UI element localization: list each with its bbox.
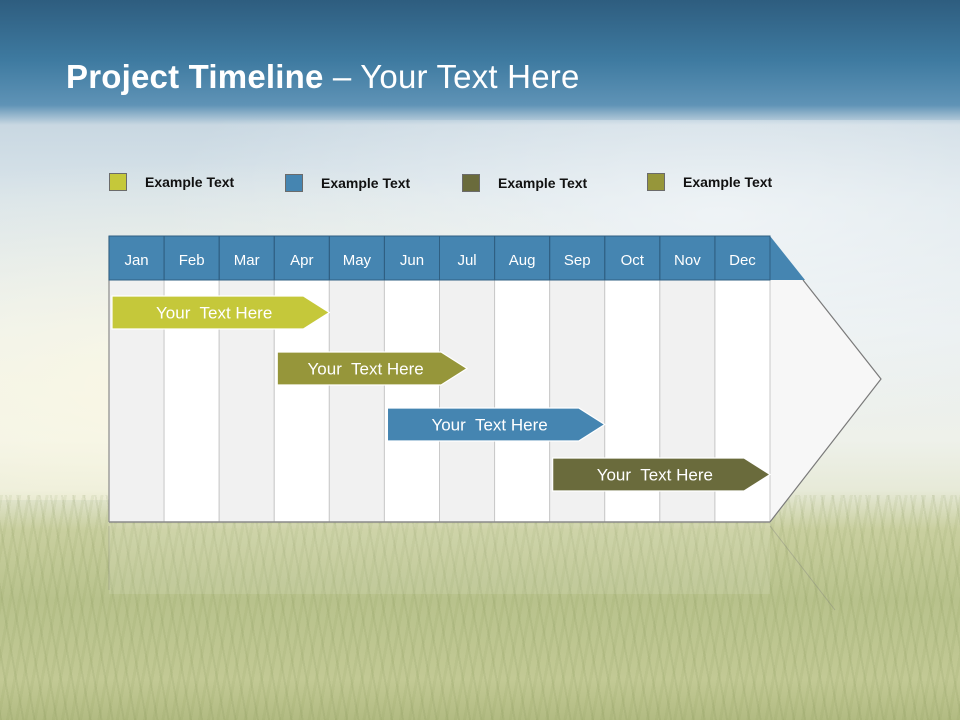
- task-bar: Your Text Here: [111, 295, 331, 330]
- timeline-arrow-head: [769, 279, 882, 523]
- legend-label-4: Example Text: [683, 174, 773, 190]
- month-label: Sep: [564, 252, 591, 269]
- task-arrow: [276, 351, 469, 386]
- month-label: Apr: [290, 252, 313, 269]
- slide-title: Project Timeline – Your Text Here: [66, 58, 580, 96]
- timeline-reflection: [108, 524, 836, 611]
- title-bold: Project Timeline: [66, 58, 324, 95]
- month-column: [439, 279, 496, 523]
- reflection-fill: [109, 524, 770, 594]
- month-header-cell: [714, 235, 771, 281]
- timeline-header: Jan Feb Mar Apr May Jun Jul Aug Sep Oct Nov Dec: [108, 235, 805, 281]
- grass-texture: [0, 495, 960, 720]
- legend-swatch-4: [647, 173, 665, 191]
- month-label: Jul: [457, 252, 476, 269]
- legend-swatch-3: [462, 174, 480, 192]
- task-bar: Your Text Here: [386, 407, 606, 442]
- legend-item-1: Example Text: [109, 170, 234, 194]
- month-column: [328, 279, 385, 523]
- task-label: Your Text Here: [431, 416, 547, 435]
- timeline-header-band: [109, 236, 805, 280]
- task-label: Your Text Here: [597, 466, 713, 485]
- task-arrow: [552, 457, 772, 492]
- task-arrow: [111, 295, 331, 330]
- legend-item-2: Example Text: [285, 171, 410, 195]
- month-label: Jan: [124, 252, 148, 269]
- legend-item-3: Example Text: [462, 171, 587, 195]
- reflection-arrow-edge: [769, 525, 836, 611]
- legend-swatch-2: [285, 174, 303, 192]
- task-bar: Your Text Here: [276, 351, 469, 386]
- task-label: Your Text Here: [308, 360, 424, 379]
- legend-swatch-1: [109, 173, 127, 191]
- month-label: Oct: [621, 252, 645, 269]
- month-label: Mar: [234, 252, 260, 269]
- task-bar: Your Text Here: [552, 457, 772, 492]
- month-column: [383, 279, 440, 523]
- month-label: Nov: [674, 252, 701, 269]
- month-label: Feb: [179, 252, 205, 269]
- legend-label-2: Example Text: [321, 175, 411, 191]
- month-label: Dec: [729, 252, 756, 269]
- task-label: Your Text Here: [156, 304, 272, 323]
- month-label: Aug: [509, 252, 536, 269]
- month-label: May: [343, 252, 372, 269]
- title-rest: – Your Text Here: [323, 58, 580, 95]
- month-column: [494, 279, 551, 523]
- legend-item-4: Example Text: [647, 170, 772, 194]
- legend-label-3: Example Text: [498, 175, 588, 191]
- month-label: Jun: [400, 252, 424, 269]
- task-arrow: [386, 407, 606, 442]
- legend-label-1: Example Text: [145, 174, 235, 190]
